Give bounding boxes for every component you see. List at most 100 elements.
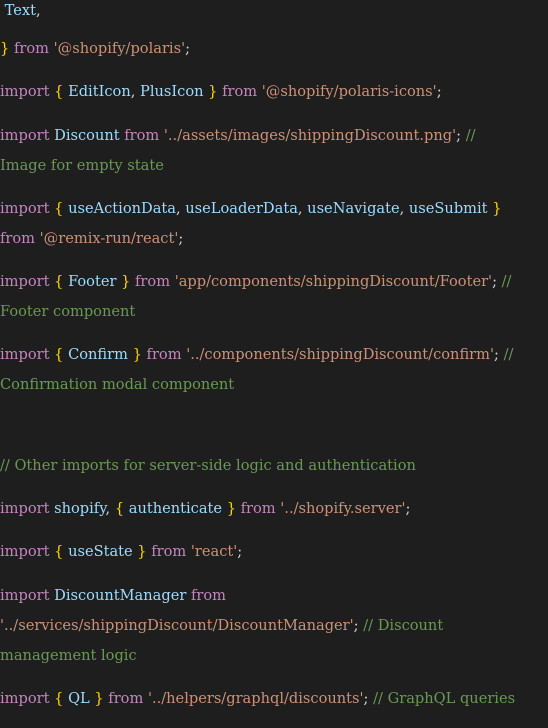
code-punctuation: ;: [237, 543, 243, 560]
code-comment: management logic: [0, 647, 137, 664]
code-line: management logic: [0, 645, 137, 667]
code-brace: }: [132, 346, 142, 363]
code-identifier: DiscountManager: [54, 587, 187, 604]
code-identifier: EditIcon: [68, 83, 131, 100]
code-line: from '@remix-run/react';: [0, 228, 183, 250]
code-punctuation: ,: [105, 500, 115, 517]
code-comment: Confirmation modal component: [0, 376, 235, 393]
code-identifier: useActionData: [68, 200, 176, 217]
code-line: } from '@shopify/polaris';: [0, 38, 190, 60]
code-punctuation: ;: [436, 83, 442, 100]
code-identifier: QL: [68, 690, 90, 707]
code-string: '../helpers/graphql/discounts': [147, 690, 364, 707]
code-line: import { useActionData, useLoaderData, u…: [0, 198, 501, 220]
code-keyword: import: [0, 83, 50, 100]
code-brace: {: [54, 543, 64, 560]
code-identifier: Discount: [54, 127, 120, 144]
code-punctuation: ,: [297, 200, 308, 217]
code-line: // Other imports for server-side logic a…: [0, 455, 416, 477]
code-line: import { useState } from 'react';: [0, 541, 242, 563]
code-keyword: from: [135, 273, 171, 290]
code-brace: {: [54, 273, 64, 290]
code-comment: Image for empty state: [0, 157, 164, 174]
code-line: import shopify, { authenticate } from '.…: [0, 498, 410, 520]
code-keyword: from: [240, 500, 276, 517]
code-identifier: authenticate: [128, 500, 223, 517]
code-keyword: import: [0, 200, 50, 217]
code-line: import DiscountManager from: [0, 585, 226, 607]
code-identifier: useNavigate: [307, 200, 400, 217]
code-comment: //: [503, 346, 514, 363]
code-string: 'react': [190, 543, 238, 560]
code-punctuation: ;: [405, 500, 411, 517]
code-line: import { Footer } from 'app/components/s…: [0, 271, 511, 293]
code-comment: // Discount: [363, 617, 444, 634]
code-keyword: from: [0, 230, 36, 247]
code-brace: }: [0, 40, 10, 57]
code-brace: {: [54, 83, 64, 100]
code-punctuation: ;: [353, 617, 364, 634]
code-punctuation: ;: [456, 127, 466, 144]
code-line: import { QL } from '../helpers/graphql/d…: [0, 688, 515, 710]
code-keyword: from: [124, 127, 160, 144]
code-keyword: from: [146, 346, 182, 363]
code-keyword: import: [0, 587, 50, 604]
code-identifier: useLoaderData: [185, 200, 298, 217]
code-comment: //: [465, 127, 476, 144]
code-line: import { EditIcon, PlusIcon } from '@sho…: [0, 81, 442, 103]
code-line: Text,: [0, 0, 41, 22]
code-identifier: shopify: [54, 500, 106, 517]
code-keyword: import: [0, 346, 50, 363]
code-punctuation: ,: [35, 2, 41, 19]
code-keyword: import: [0, 690, 50, 707]
code-string: '../assets/images/shippingDiscount.png': [163, 127, 457, 144]
code-comment: // Other imports for server-side logic a…: [0, 457, 416, 474]
code-punctuation: ;: [185, 40, 191, 57]
code-punctuation: ;: [492, 273, 502, 290]
code-comment: //: [501, 273, 512, 290]
code-brace: {: [54, 346, 64, 363]
code-keyword: from: [108, 690, 144, 707]
code-punctuation: ;: [494, 346, 504, 363]
code-identifier: Text: [0, 2, 36, 19]
code-line: Image for empty state: [0, 155, 164, 177]
code-identifier: PlusIcon: [140, 83, 204, 100]
code-brace: }: [492, 200, 502, 217]
code-string: '@shopify/polaris-icons': [261, 83, 437, 100]
code-keyword: import: [0, 127, 50, 144]
code-brace: {: [54, 200, 64, 217]
code-string: '../shopify.server': [280, 500, 406, 517]
code-punctuation: ;: [178, 230, 184, 247]
code-brace: }: [94, 690, 104, 707]
code-keyword: import: [0, 543, 50, 560]
code-keyword: import: [0, 500, 50, 517]
code-line: Confirmation modal component: [0, 374, 234, 396]
code-string: '@remix-run/react': [39, 230, 179, 247]
code-identifier: useState: [68, 543, 133, 560]
code-brace: }: [226, 500, 236, 517]
code-keyword: import: [0, 273, 50, 290]
code-punctuation: ;: [363, 690, 374, 707]
code-punctuation: ,: [130, 83, 140, 100]
code-line: '../services/shippingDiscount/DiscountMa…: [0, 615, 443, 637]
code-identifier: Footer: [68, 273, 117, 290]
code-brace: }: [208, 83, 218, 100]
code-comment: // GraphQL queries: [373, 690, 516, 707]
code-string: '@shopify/polaris': [53, 40, 186, 57]
code-line: import Discount from '../assets/images/s…: [0, 125, 476, 147]
code-brace: {: [114, 500, 125, 517]
code-string: '../services/shippingDiscount/DiscountMa…: [0, 617, 354, 634]
code-brace: }: [137, 543, 147, 560]
code-identifier: Confirm: [68, 346, 128, 363]
code-punctuation: ,: [399, 200, 409, 217]
code-brace: }: [121, 273, 131, 290]
code-line: import { Confirm } from '../components/s…: [0, 344, 513, 366]
code-keyword: from: [222, 83, 258, 100]
code-punctuation: ,: [175, 200, 186, 217]
code-identifier: useSubmit: [408, 200, 488, 217]
code-keyword: from: [151, 543, 187, 560]
code-brace: {: [54, 690, 64, 707]
code-keyword: from: [190, 587, 226, 604]
code-keyword: from: [13, 40, 49, 57]
